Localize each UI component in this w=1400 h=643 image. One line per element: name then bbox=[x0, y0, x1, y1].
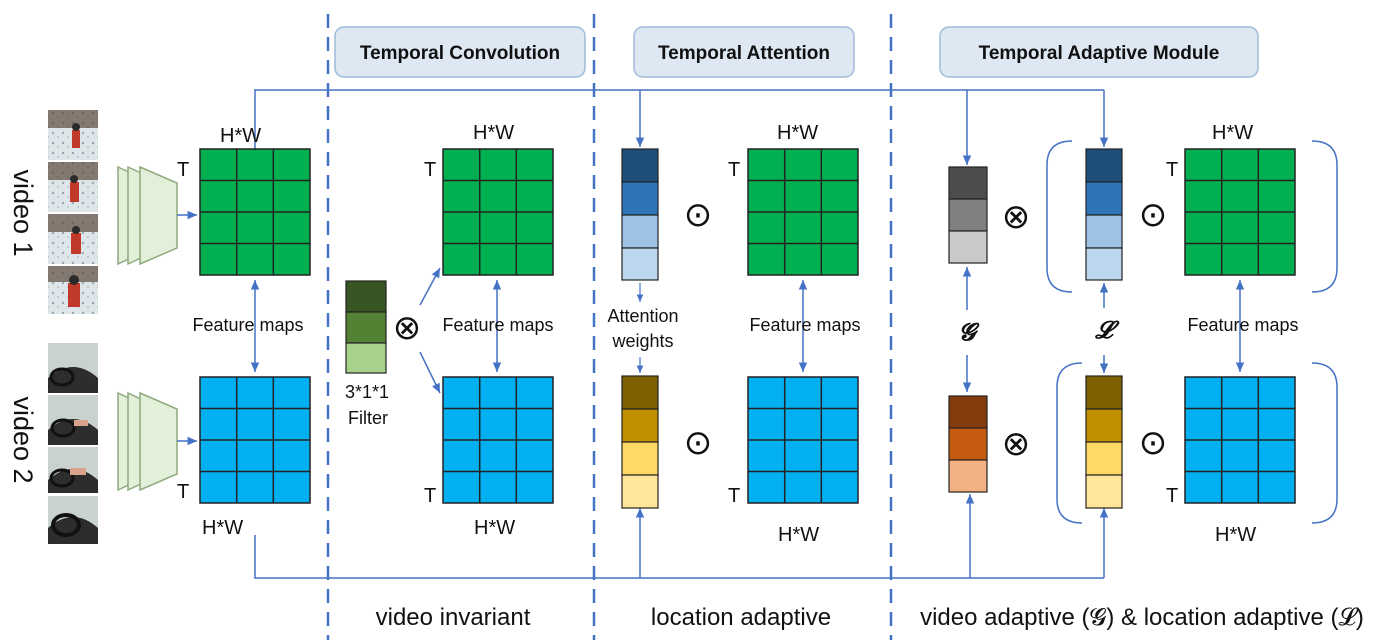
feature-maps-label-tam: Feature maps bbox=[1187, 315, 1298, 335]
hadamard-product-icon: ⊙ bbox=[1139, 423, 1168, 463]
connector-lines bbox=[250, 89, 1245, 579]
caption-video-invariant: video invariant bbox=[376, 604, 531, 631]
feature-map-blue-tam bbox=[1184, 376, 1296, 504]
feature-map-green-conv bbox=[442, 148, 554, 276]
video-1-frame bbox=[48, 214, 98, 264]
video-1-frames bbox=[48, 110, 98, 314]
t-label-blue-attn: T bbox=[728, 485, 740, 507]
attention-weights-gold bbox=[621, 375, 659, 509]
header-temporal-convolution: Temporal Convolution bbox=[334, 26, 586, 78]
t-label-blue-input: T bbox=[177, 481, 189, 503]
filter-dim-label: 3*1*1 bbox=[345, 382, 389, 402]
feature-map-blue-attn bbox=[747, 376, 859, 504]
video-2-frame bbox=[48, 447, 98, 493]
local-weights-blue bbox=[1085, 148, 1123, 281]
video-2-frame bbox=[48, 395, 98, 445]
header-temporal-adaptive-module: Temporal Adaptive Module bbox=[939, 26, 1259, 78]
weights-label: weights bbox=[611, 331, 673, 351]
tensor-product-icon: ⊗ bbox=[1002, 197, 1031, 237]
header-temporal-attention: Temporal Attention bbox=[633, 26, 855, 78]
video-2-label: video 2 bbox=[8, 396, 38, 483]
header-temporal-adaptive-module-label: Temporal Adaptive Module bbox=[979, 43, 1220, 64]
tensor-product-icon: ⊗ bbox=[393, 308, 422, 348]
feature-map-blue-input bbox=[199, 376, 311, 504]
video-2-frames bbox=[48, 343, 98, 544]
convolution-filter bbox=[345, 280, 387, 374]
feature-maps-label-conv: Feature maps bbox=[442, 315, 553, 335]
hw-label-green-input: H*W bbox=[220, 125, 261, 147]
g-symbol: 𝓖 bbox=[959, 317, 980, 346]
global-weights-orange bbox=[948, 395, 988, 493]
t-label-blue-conv: T bbox=[424, 485, 436, 507]
hadamard-product-icon: ⊙ bbox=[684, 423, 713, 463]
hw-label-blue-attn: H*W bbox=[778, 524, 819, 546]
video-1-frame bbox=[48, 162, 98, 212]
attention-label: Attention bbox=[607, 306, 678, 326]
local-weights-gold bbox=[1085, 375, 1123, 509]
header-temporal-attention-label: Temporal Attention bbox=[658, 43, 830, 64]
caption-location-adaptive: location adaptive bbox=[651, 604, 831, 631]
backbone-network-2 bbox=[117, 391, 178, 492]
attention-weights-blue bbox=[621, 148, 659, 281]
hw-label-blue-tam: H*W bbox=[1215, 524, 1256, 546]
t-label-blue-tam: T bbox=[1166, 485, 1178, 507]
hw-label-green-attn: H*W bbox=[777, 122, 818, 144]
filter-label: Filter bbox=[348, 408, 388, 428]
hw-label-blue-conv: H*W bbox=[474, 517, 515, 539]
t-label-green-input: T bbox=[177, 159, 189, 181]
feature-maps-label-input: Feature maps bbox=[192, 315, 303, 335]
feature-map-green-tam bbox=[1184, 148, 1296, 276]
video-2-frame bbox=[48, 343, 98, 393]
brackets bbox=[1046, 140, 1338, 524]
feature-map-green-input bbox=[199, 148, 311, 276]
backbone-network-1 bbox=[117, 165, 178, 266]
video-1-label: video 1 bbox=[8, 169, 38, 256]
t-label-green-tam: T bbox=[1166, 159, 1178, 181]
hadamard-product-icon: ⊙ bbox=[684, 195, 713, 235]
tensor-product-icon: ⊗ bbox=[1002, 424, 1031, 464]
video-2-frame bbox=[48, 496, 98, 544]
header-temporal-convolution-label: Temporal Convolution bbox=[360, 43, 560, 64]
caption-video-location-adaptive: video adaptive (𝓖) & location adaptive (… bbox=[920, 604, 1364, 631]
hw-label-blue-input: H*W bbox=[202, 517, 243, 539]
hw-label-green-tam: H*W bbox=[1212, 122, 1253, 144]
hw-label-green-conv: H*W bbox=[473, 122, 514, 144]
video-1-frame bbox=[48, 266, 98, 314]
l-symbol: 𝓛 bbox=[1094, 315, 1120, 344]
video-1-frame bbox=[48, 110, 98, 160]
global-weights-gray bbox=[948, 166, 988, 264]
hadamard-product-icon: ⊙ bbox=[1139, 195, 1168, 235]
t-label-green-attn: T bbox=[728, 159, 740, 181]
feature-map-green-attn bbox=[747, 148, 859, 276]
feature-map-blue-conv bbox=[442, 376, 554, 504]
t-label-green-conv: T bbox=[424, 159, 436, 181]
section-dividers bbox=[326, 14, 893, 640]
feature-maps-label-attn: Feature maps bbox=[749, 315, 860, 335]
